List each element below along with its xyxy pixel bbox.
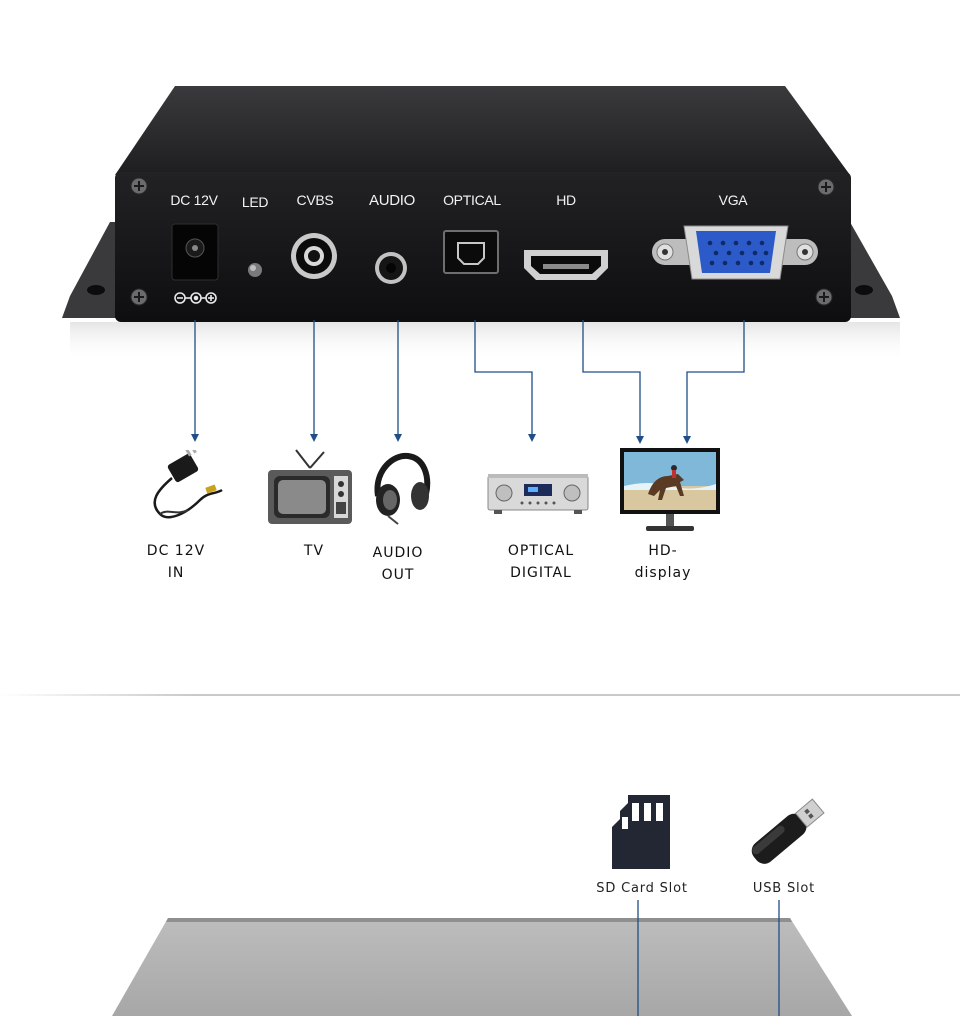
- port-label-audio: AUDIO: [368, 192, 416, 209]
- usb-drive-icon: [751, 798, 825, 864]
- port-label-hd: HD: [556, 192, 576, 208]
- device-label-audio-out-line1: AUDIO: [372, 545, 424, 561]
- device-label-audio-out: AUDIO OUT: [373, 542, 424, 586]
- device-label-dc-in-line2: IN: [167, 565, 185, 581]
- headphones-icon: [374, 452, 431, 525]
- device-label-optical: OPTICAL DIGITAL: [508, 540, 574, 584]
- monitor-icon: [620, 448, 720, 531]
- device-top-view: [112, 900, 852, 1016]
- section-divider: [0, 694, 960, 696]
- slot-label-usb: USB Slot: [752, 881, 816, 896]
- device-label-dc-in-line1: DC 12V: [146, 543, 206, 559]
- slot-label-sd: SD Card Slot: [596, 881, 688, 896]
- port-label-optical: OPTICAL: [443, 192, 501, 208]
- port-label-cvbs: CVBS: [296, 192, 334, 208]
- power-adapter-icon: [153, 450, 223, 519]
- device-rear-view: [62, 86, 900, 444]
- device-label-hd-line2: display: [634, 565, 692, 581]
- device-label-hd: HD- display: [635, 540, 692, 584]
- port-label-vga: VGA: [718, 192, 748, 208]
- device-label-audio-out-line2: OUT: [381, 567, 415, 583]
- device-label-dc-in: DC 12V IN: [147, 540, 205, 584]
- tv-icon: [268, 449, 352, 524]
- sd-card-icon: [612, 795, 670, 869]
- port-label-dc: DC 12V: [170, 192, 218, 208]
- device-label-optical-line2: DIGITAL: [510, 565, 572, 581]
- amplifier-icon: [487, 474, 589, 514]
- port-label-led: LED: [241, 194, 269, 210]
- device-label-hd-line1: HD-: [648, 543, 678, 559]
- device-label-tv: TV: [303, 543, 325, 559]
- device-label-optical-line1: OPTICAL: [507, 543, 575, 559]
